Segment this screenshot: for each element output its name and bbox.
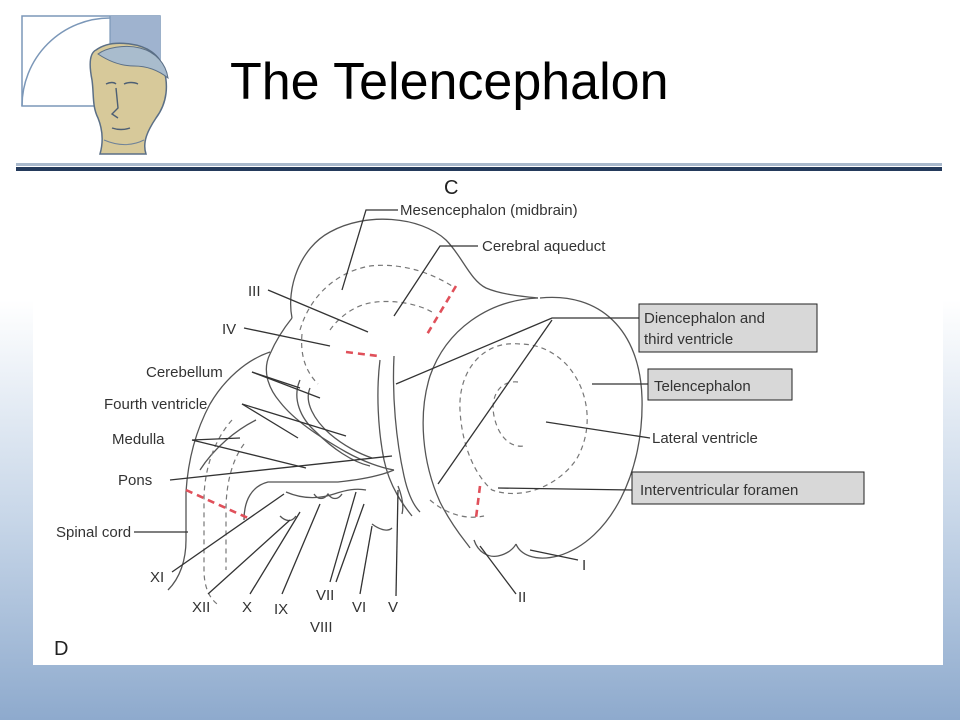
- leader-lines: [134, 209, 651, 597]
- label-cerebral-aqueduct: Cerebral aqueduct: [482, 238, 606, 255]
- nerve-label-xi: XI: [150, 569, 164, 586]
- label-medulla: Medulla: [112, 431, 165, 448]
- title-divider-light: [16, 163, 942, 166]
- label-mesencephalon: Mesencephalon (midbrain): [400, 202, 578, 219]
- highlight-diencephalon: Diencephalon and third ventricle: [638, 303, 818, 353]
- label-diencephalon-line2: third ventricle: [644, 331, 733, 348]
- nerve-label-v: V: [388, 599, 398, 616]
- label-telencephalon: Telencephalon: [654, 378, 751, 395]
- slide-title: The Telencephalon: [230, 53, 669, 111]
- label-pons: Pons: [118, 472, 152, 489]
- highlight-box-foramen: [631, 471, 865, 505]
- label-diencephalon-line1: Diencephalon and: [644, 310, 765, 327]
- nerve-label-xii: XII: [192, 599, 210, 616]
- label-interventricular-foramen: Interventricular foramen: [640, 482, 798, 499]
- ventricle-dashed-outlines: [203, 264, 588, 607]
- panel-letter-c: C: [444, 177, 458, 199]
- logo: [18, 14, 198, 164]
- nerve-label-iii: III: [248, 283, 261, 300]
- highlight-box-diencephalon: [638, 303, 818, 353]
- label-spinal-cord: Spinal cord: [56, 524, 131, 541]
- diagram-panel: [33, 172, 943, 665]
- region-boundaries: [185, 285, 482, 520]
- brain-outline: [167, 218, 643, 591]
- highlight-box-telencephalon: [647, 368, 793, 401]
- highlight-interventricular-foramen: Interventricular foramen: [631, 471, 865, 505]
- nerve-label-i: I: [582, 557, 586, 574]
- label-fourth-ventricle: Fourth ventricle: [104, 396, 207, 413]
- nerve-roots: [279, 485, 404, 531]
- nerve-label-ii: II: [518, 589, 526, 606]
- logo-graphic: [21, 15, 169, 155]
- panel-letter-d: D: [54, 638, 68, 660]
- label-lateral-ventricle: Lateral ventricle: [652, 430, 758, 447]
- highlight-telencephalon: Telencephalon: [647, 368, 793, 401]
- label-cerebellum: Cerebellum: [146, 364, 223, 381]
- nerve-label-iv: IV: [222, 321, 236, 338]
- title-divider: [16, 167, 942, 171]
- nerve-label-vii: VII: [316, 587, 334, 604]
- nerve-label-x: X: [242, 599, 252, 616]
- nerve-label-viii: VIII: [310, 619, 333, 636]
- nerve-label-ix: IX: [274, 601, 288, 618]
- nerve-label-vi: VI: [352, 599, 366, 616]
